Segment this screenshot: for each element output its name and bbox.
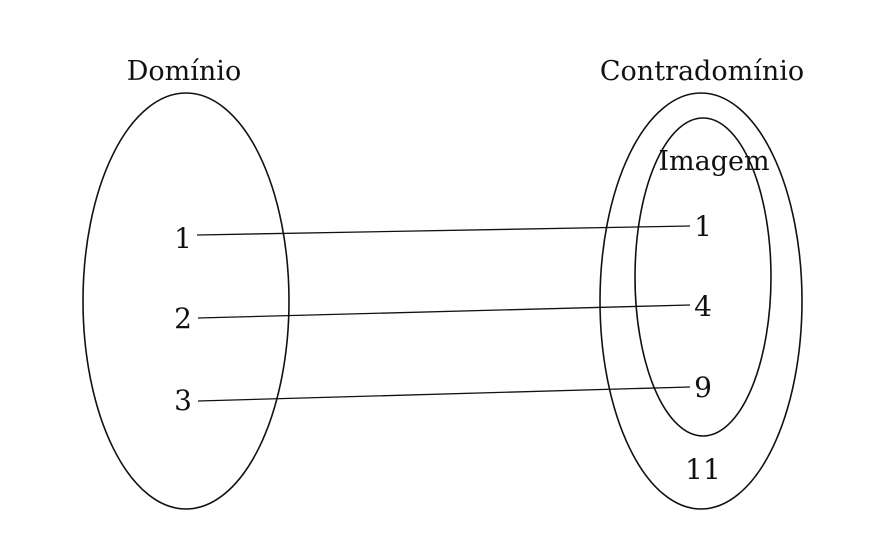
- image-ellipse: [634, 117, 772, 437]
- domain-element: 2: [174, 302, 192, 335]
- domain-title: Domínio: [127, 56, 241, 87]
- codomain-title: Contradomínio: [600, 56, 804, 87]
- image-element: 1: [694, 210, 712, 243]
- image-title: Imagem: [658, 146, 769, 177]
- domain-ellipse: [82, 92, 290, 510]
- codomain-ellipse: [599, 92, 803, 510]
- mapping-line-3-to-9: [197, 386, 691, 402]
- codomain-element: 11: [685, 453, 721, 486]
- image-element: 4: [694, 290, 712, 323]
- mapping-line-1-to-1: [196, 225, 691, 236]
- mapping-line-2-to-4: [197, 304, 691, 319]
- image-element: 9: [694, 371, 712, 404]
- domain-element: 1: [174, 222, 192, 255]
- domain-element: 3: [174, 384, 192, 417]
